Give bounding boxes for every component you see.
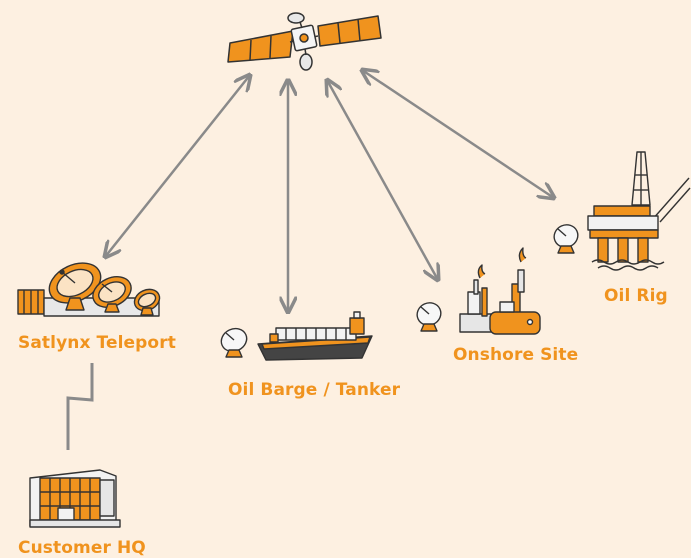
- office-building-icon: [29, 469, 121, 528]
- oil-rig-label: Oil Rig: [604, 286, 668, 306]
- satellite-dish-icon: [220, 327, 248, 358]
- link-hq: [66, 363, 94, 450]
- oil-rig-icon: [553, 151, 691, 271]
- satellite-dish-icon: [416, 302, 442, 332]
- onshore-facility-icon: [416, 247, 541, 335]
- satellite-icon: [227, 12, 382, 71]
- barge-label: Oil Barge / Tanker: [228, 380, 401, 400]
- satellite-dish-icon: [553, 224, 579, 254]
- links: [66, 70, 554, 450]
- tanker-ship-icon: [220, 311, 373, 361]
- teleport-label: Satlynx Teleport: [18, 333, 176, 353]
- link-teleport: [105, 75, 250, 257]
- link-rig: [362, 70, 554, 198]
- onshore-site-label: Onshore Site: [453, 345, 579, 365]
- teleport-dishes-icon: [17, 262, 161, 317]
- customer-hq-label: Customer HQ: [18, 538, 146, 558]
